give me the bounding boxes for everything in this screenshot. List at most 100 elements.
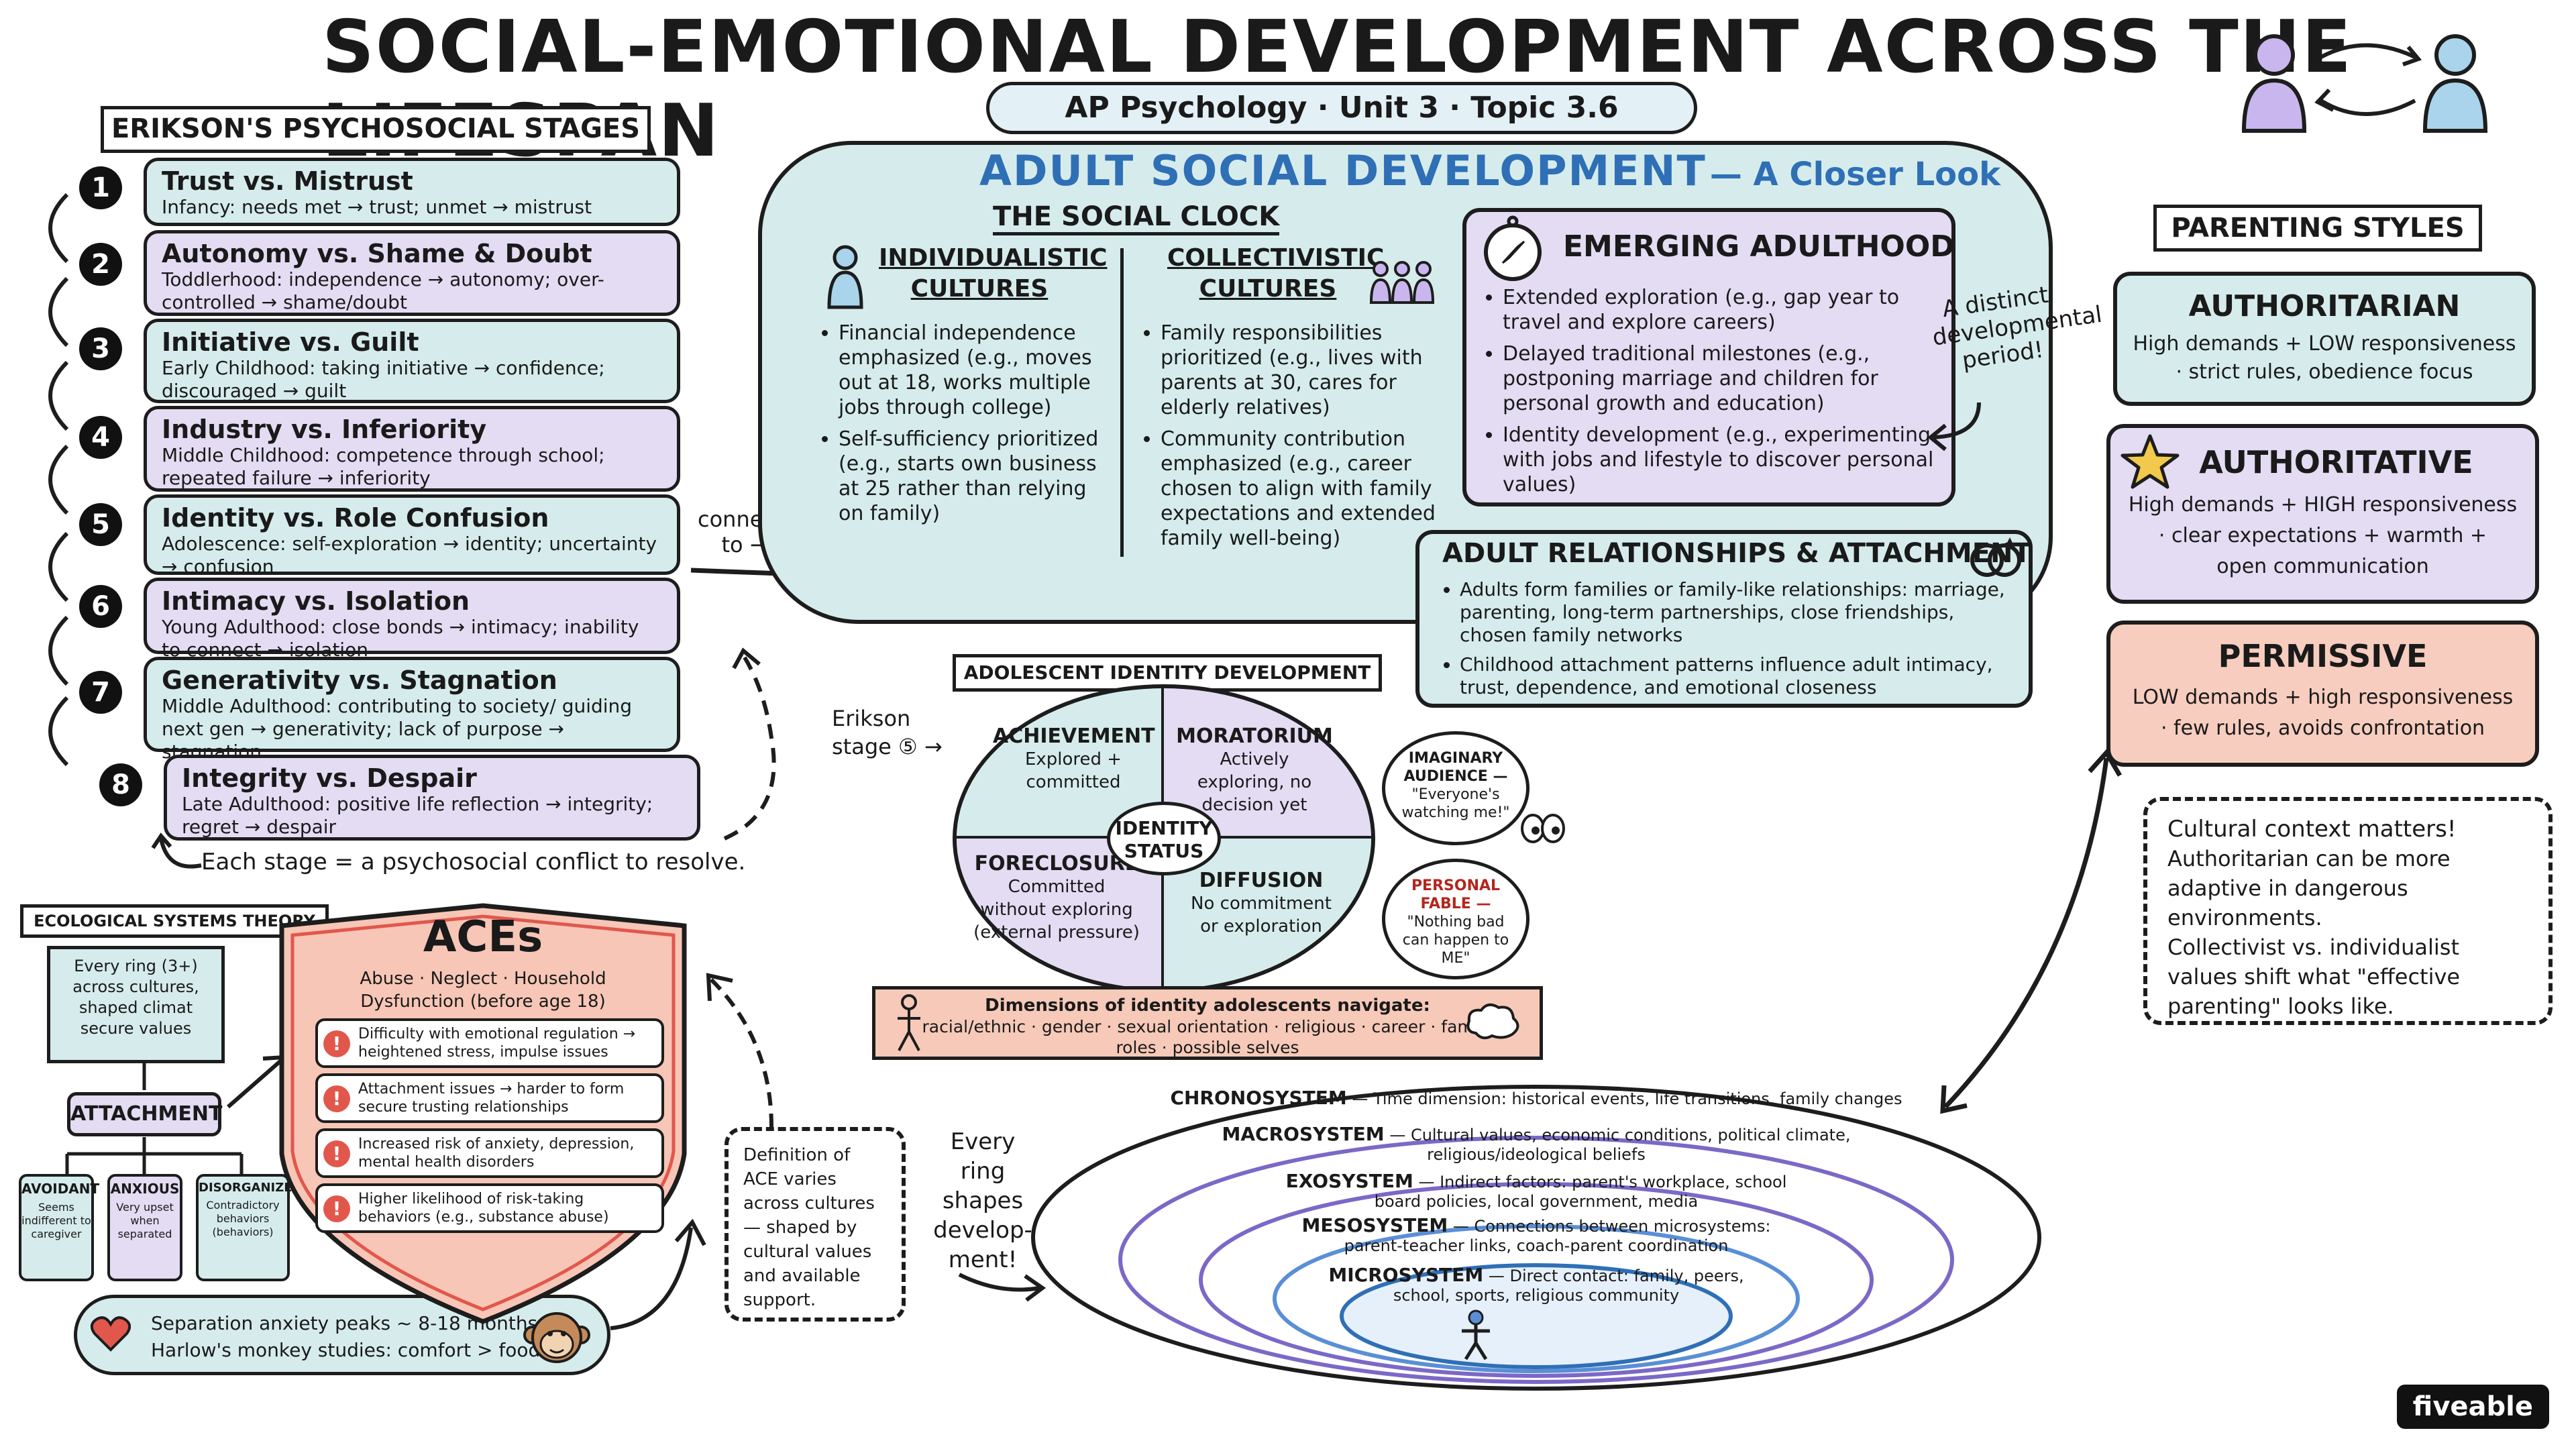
individualistic-title: INDIVIDUALISTIC CULTURES [879, 244, 1108, 303]
authoritarian-box: AUTHORITARIAN High demands + LOW respons… [2113, 272, 2536, 406]
stage-number-7: 7 [79, 671, 122, 714]
parenting-heading-text: PARENTING STYLES [2171, 213, 2465, 244]
stage-2-desc: Toddlerhood: independence → autonomy; ov… [162, 268, 604, 313]
achievement-label: ACHIEVEMENT Explored + committed [993, 724, 1155, 794]
monkey-icon [523, 1312, 590, 1363]
stage-1-desc: Infancy: needs met → trust; unmet → mist… [162, 196, 592, 218]
emerging-list: Extended exploration (e.g., gap year to … [1483, 285, 1945, 504]
relationships-list: Adults form families or family-like rela… [1442, 578, 2019, 699]
stage-2-box: Autonomy vs. Shame & Doubt Toddlerhood: … [144, 230, 680, 316]
collectivistic-title: COLLECTIVISTIC CULTURES [1167, 244, 1385, 303]
stage-6-desc: Young Adulthood: close bonds → intimacy;… [162, 616, 639, 661]
stage-5-desc: Adolescence: self-exploration → identity… [162, 533, 657, 578]
stage-7-desc: Middle Adulthood: contributing to societ… [162, 695, 633, 763]
stage-8-box: Integrity vs. Despair Late Adulthood: po… [164, 755, 700, 841]
identity-center: IDENTITY STATUS [1107, 802, 1221, 875]
relationships-title: ADULT RELATIONSHIPS & ATTACHMENT [1442, 538, 2031, 569]
collectivistic-item: Community contribution emphasized (e.g.,… [1161, 427, 1436, 551]
stage-8-desc: Late Adulthood: positive life reflection… [182, 793, 653, 838]
every-ring-note: Every ring shapes develop-ment! [933, 1128, 1032, 1273]
exclamation-icon: ! [323, 1140, 350, 1167]
adult-relationships-box [1415, 530, 2033, 708]
individualistic-list: Financial independence emphasized (e.g.,… [818, 321, 1107, 533]
erikson-heading-text: ERIKSON'S PSYCHOSOCIAL STAGES [111, 113, 641, 144]
every-ring-arrow [958, 1273, 1046, 1302]
anxious-title: ANXIOUS [110, 1181, 180, 1197]
stage-2-title: Autonomy vs. Shame & Doubt [162, 239, 592, 268]
stage-6-title: Intimacy vs. Isolation [162, 586, 470, 616]
emerging-item: Delayed traditional milestones (e.g., po… [1503, 341, 1945, 416]
identity-dimensions-banner: Dimensions of identity adolescents navig… [872, 986, 1543, 1060]
stage-number-1: 1 [79, 166, 122, 209]
authoritative-title: AUTHORITATIVE [2199, 444, 2473, 480]
loop-dashed-arrow [723, 647, 776, 841]
moratorium-title: MORATORIUM [1176, 724, 1333, 748]
ecological-note-box: Every ring (3+) across cultures, shaped … [47, 946, 225, 1063]
stage-number-8: 8 [99, 763, 142, 806]
ace-item-text: Increased risk of anxiety, depression, m… [358, 1136, 635, 1171]
stage-number-2: 2 [79, 243, 122, 286]
permissive-line1: LOW demands + high responsiveness [2132, 686, 2514, 709]
cultural-context-note: Cultural context matters! Authoritarian … [2143, 797, 2553, 1025]
individualistic-item: Self-sufficiency prioritized (e.g., star… [839, 427, 1107, 526]
distinct-arrow [1927, 402, 1981, 451]
attachment-facts-box: Separation anxiety peaks ~ 8-18 months H… [74, 1295, 610, 1375]
achievement-title: ACHIEVEMENT [993, 724, 1155, 748]
identity-heading: ADOLESCENT IDENTITY DEVELOPMENT [953, 654, 1382, 692]
cultural-note-line: Cultural context matters! [2167, 816, 2457, 843]
attachment-fact: Harlow's monkey studies: comfort > food [151, 1339, 541, 1361]
emerging-item: Identity development (e.g., experimentin… [1503, 423, 1945, 497]
emerging-item: Extended exploration (e.g., gap year to … [1503, 285, 1945, 335]
foreclosure-label: FORECLOSURE Committed without exploring … [973, 852, 1140, 944]
attachment-tree-lines [65, 1063, 244, 1174]
fiveable-logo: fiveable [2396, 1385, 2549, 1429]
exclamation-icon: ! [323, 1195, 350, 1222]
disorganized-desc: Contradictory behaviors (behaviors) [206, 1199, 280, 1238]
achievement-desc: Explored + committed [1024, 749, 1122, 792]
authoritative-line1: High demands + HIGH responsiveness [2128, 493, 2518, 517]
disorganized-box: DISORGANIZED Contradictory behaviors (be… [196, 1174, 303, 1281]
diffusion-label: DIFFUSION No commitment or exploration [1181, 869, 1342, 938]
relationships-item: Adults form families or family-like rela… [1460, 578, 2019, 647]
diffusion-desc: No commitment or exploration [1191, 894, 1332, 936]
imaginary-quote: "Everyone's watching me!" [1401, 786, 1510, 821]
ace-item-text: Difficulty with emotional regulation → h… [358, 1026, 636, 1061]
ecological-heading-text: ECOLOGICAL SYSTEMS THEORY [34, 912, 315, 930]
ring-name: MACROSYSTEM [1222, 1123, 1385, 1145]
collectivistic-item: Family responsibilities prioritized (e.g… [1161, 321, 1436, 420]
authoritarian-line2: · strict rules, obedience focus [2176, 360, 2473, 384]
rings-icon [1970, 537, 2021, 577]
ring-desc: — Cultural values, economic conditions, … [1389, 1126, 1851, 1164]
stage-7-title: Generativity vs. Stagnation [162, 665, 557, 695]
ecological-rings [1031, 1085, 2041, 1391]
anxious-desc: Very upset when separated [116, 1201, 174, 1240]
ace-item-text: Attachment issues → harder to form secur… [358, 1081, 625, 1116]
star-icon [2121, 434, 2180, 489]
fable-title: PERSONAL FABLE — [1411, 877, 1501, 912]
stage-number-3: 3 [79, 327, 122, 370]
adult-heading-sub: — A Closer Look [1709, 156, 2001, 193]
authoritarian-line1: High demands + LOW responsiveness [2133, 332, 2516, 356]
collectivistic-list: Family responsibilities prioritized (e.g… [1140, 321, 1436, 557]
permissive-title: PERMISSIVE [2218, 638, 2428, 674]
cultural-note-line: Authoritarian can be more adaptive in da… [2167, 846, 2451, 930]
diffusion-title: DIFFUSION [1199, 869, 1324, 892]
chronosystem-label: CHRONOSYSTEM — Time dimension: historica… [1140, 1088, 1932, 1109]
ace-definition-text: Definition of ACE varies across cultures… [743, 1145, 875, 1310]
erikson-connector-arrows [48, 193, 69, 767]
erikson-footer: Each stage = a psychosocial conflict to … [201, 849, 746, 875]
permissive-box: PERMISSIVE LOW demands + high responsive… [2106, 621, 2539, 767]
ecological-note: Every ring (3+) across cultures, shaped … [72, 957, 199, 1038]
exosystem-label: EXOSYSTEM — Indirect factors: parent's w… [1275, 1171, 1798, 1212]
social-clock-title: THE SOCIAL CLOCK [993, 201, 1280, 235]
adult-heading: ADULT SOCIAL DEVELOPMENT [979, 146, 1707, 195]
ace-item-2: ! Attachment issues → harder to form sec… [315, 1073, 664, 1123]
ring-name: CHRONOSYSTEM [1170, 1087, 1347, 1109]
stage-5-title: Identity vs. Role Confusion [162, 503, 549, 533]
attachment-title: ATTACHMENT [70, 1102, 223, 1126]
stage-3-desc: Early Childhood: taking initiative → con… [162, 357, 605, 402]
stick-figure-icon [898, 994, 920, 1051]
compass-icon [1484, 215, 1542, 281]
parenting-heading: PARENTING STYLES [2153, 205, 2482, 252]
ring-desc: — Indirect factors: parent's workplace, … [1374, 1173, 1787, 1211]
